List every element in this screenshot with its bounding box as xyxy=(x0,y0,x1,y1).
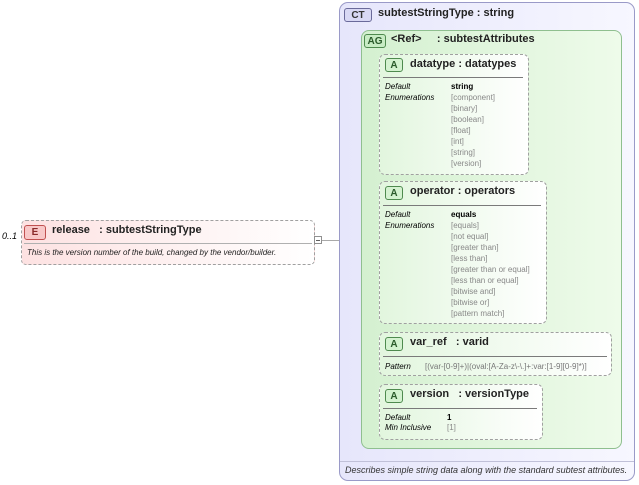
element-name: release xyxy=(52,224,90,236)
attribute-var-ref-box[interactable] xyxy=(379,332,612,376)
complex-type-separator xyxy=(340,461,634,462)
default-value: equals xyxy=(451,210,477,219)
complex-type-title[interactable]: subtestStringType : string xyxy=(378,7,515,19)
attribute-datatype-title: datatype : datatypes xyxy=(410,58,517,70)
occurrence-label: 0..1 xyxy=(2,231,18,241)
element-release-box[interactable] xyxy=(21,220,315,265)
enumeration-item: [string] xyxy=(451,148,476,157)
enumeration-item: [not equal] xyxy=(451,232,489,241)
a-badge-icon: A xyxy=(385,337,403,351)
enumeration-item: [float] xyxy=(451,126,471,135)
default-value: 1 xyxy=(447,413,452,422)
enumeration-item: [less than] xyxy=(451,254,488,263)
enumeration-item: [equals] xyxy=(451,221,480,230)
attribute-separator xyxy=(383,356,607,357)
element-type: : subtestStringType xyxy=(99,224,202,236)
enumeration-item: [greater than or equal] xyxy=(451,265,530,274)
pattern-value: [(var-[0-9]+)|(oval:[A-Za-z\-\.]+:var:[1… xyxy=(425,362,587,371)
enumeration-item: [pattern match] xyxy=(451,309,505,318)
ct-badge-icon: CT xyxy=(344,8,372,22)
default-value: string xyxy=(451,82,474,91)
attribute-separator xyxy=(383,77,523,78)
enumeration-item: [bitwise and] xyxy=(451,287,496,296)
enumeration-item: [less than or equal] xyxy=(451,276,519,285)
enumeration-item: [binary] xyxy=(451,104,478,113)
pattern-label: Pattern xyxy=(385,362,411,371)
enumerations-label: Enumerations xyxy=(385,221,435,230)
enumeration-item: [boolean] xyxy=(451,115,484,124)
a-badge-icon: A xyxy=(385,186,403,200)
attribute-group-name: : subtestAttributes xyxy=(436,33,535,45)
enumeration-item: [component] xyxy=(451,93,496,102)
attribute-version-title: version : versionType xyxy=(410,388,530,400)
ag-badge-icon: AG xyxy=(364,34,386,48)
enumeration-item: [greater than] xyxy=(451,243,499,252)
minus-glyph xyxy=(316,240,320,241)
default-label: Default xyxy=(385,82,411,91)
e-badge-icon: E xyxy=(24,225,46,240)
element-description: This is the version number of the build,… xyxy=(27,248,277,257)
enumerations-label: Enumerations xyxy=(385,93,435,102)
min-inclusive-label: Min Inclusive xyxy=(385,423,432,432)
min-inclusive-value: [1] xyxy=(447,423,456,432)
enumeration-item: [bitwise or] xyxy=(451,298,490,307)
default-label: Default xyxy=(385,413,411,422)
enumeration-item: [int] xyxy=(451,137,464,146)
attribute-separator xyxy=(383,408,537,409)
attribute-var-ref-title: var_ref : varid xyxy=(410,336,489,348)
attribute-group-ref: <Ref> xyxy=(391,33,422,45)
a-badge-icon: A xyxy=(385,389,403,403)
attribute-version-box[interactable] xyxy=(379,384,543,440)
enumeration-item: [version] xyxy=(451,159,482,168)
enumeration-list: [component] [binary] [boolean] [float] [… xyxy=(451,92,495,169)
complex-type-description: Describes simple string data along with … xyxy=(345,465,628,475)
attribute-operator-box[interactable] xyxy=(379,181,547,324)
a-badge-icon: A xyxy=(385,58,403,72)
attribute-operator-title: operator : operators xyxy=(410,185,516,197)
element-title: release : subtestStringType xyxy=(52,224,202,236)
attribute-datatype-box[interactable] xyxy=(379,54,529,175)
attribute-group-title[interactable]: <Ref> : subtestAttributes xyxy=(391,33,535,45)
default-label: Default xyxy=(385,210,411,219)
enumeration-list: [equals] [not equal] [greater than] [les… xyxy=(451,220,530,319)
attribute-separator xyxy=(383,205,541,206)
element-separator xyxy=(24,243,312,244)
